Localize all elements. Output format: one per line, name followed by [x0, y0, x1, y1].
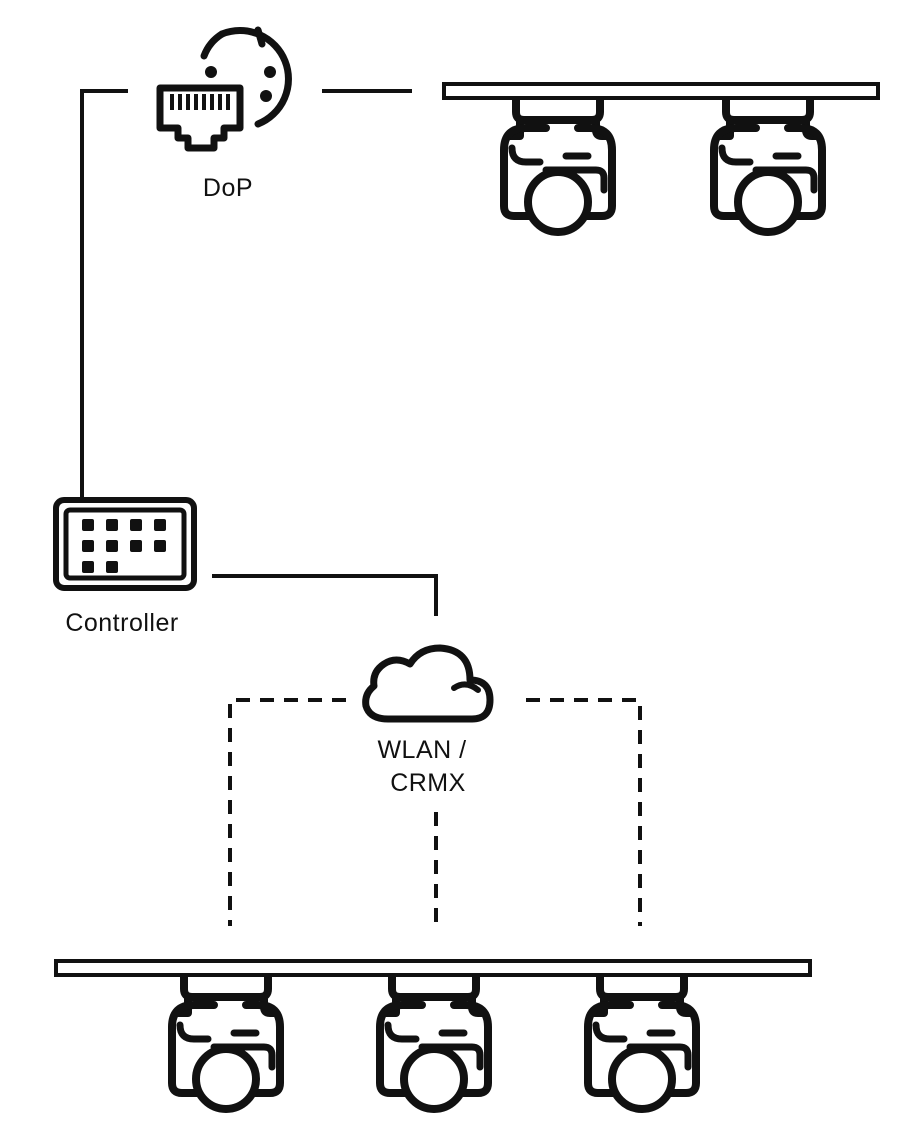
controller-label: Controller: [65, 609, 178, 637]
wireless-label-line2: CRMX: [390, 769, 466, 797]
lower-fixtures: [172, 975, 696, 1109]
cloud-icon: [362, 644, 494, 723]
dop-label: DoP: [203, 174, 253, 202]
wireless-link-right: [526, 698, 642, 926]
wireless-link-left: [228, 698, 346, 926]
controller-to-dop-line: [80, 89, 128, 500]
wireless-links: [228, 698, 642, 926]
upper-truss: [442, 82, 880, 100]
moving-head-light-icon: [714, 98, 822, 232]
moving-head-light-icon: [588, 975, 696, 1109]
dmx-over-ethernet-icon: [156, 26, 292, 152]
lower-truss: [54, 959, 812, 977]
moving-head-light-icon: [504, 98, 612, 232]
lighting-console-icon: [53, 497, 197, 591]
moving-head-light-icon: [172, 975, 280, 1109]
wireless-label-line1: WLAN /: [377, 736, 466, 764]
upper-fixtures: [504, 98, 822, 232]
wired-links: [80, 89, 438, 616]
moving-head-light-icon: [380, 975, 488, 1109]
controller-to-wireless-line: [212, 574, 438, 616]
